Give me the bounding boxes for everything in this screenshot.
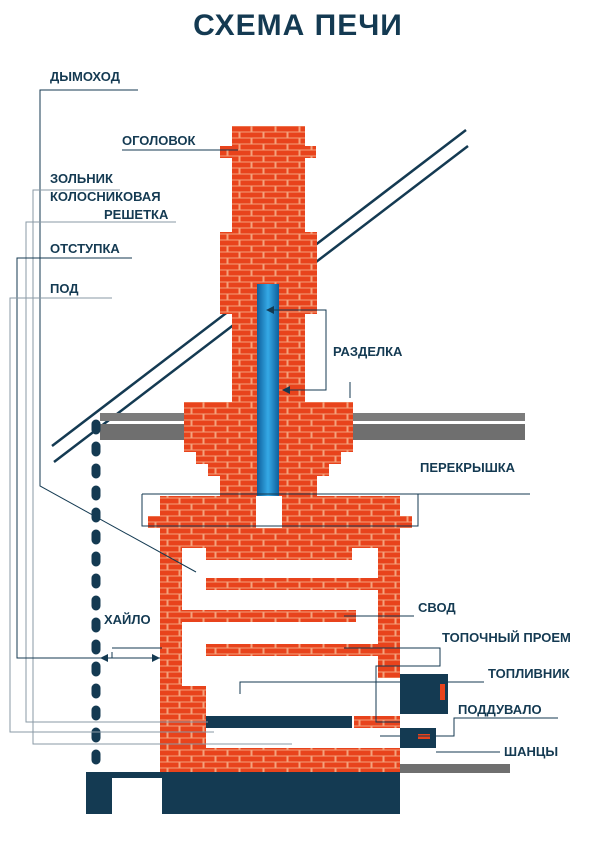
page-title: СХЕМА ПЕЧИ	[193, 9, 403, 42]
grate-bar	[206, 716, 352, 728]
label-perekryshka: ПЕРЕКРЫШКА	[420, 460, 516, 475]
labels: ДЫМОХОД ОГОЛОВОК ЗОЛЬНИК КОЛОСНИКОВАЯ РЕ…	[50, 69, 571, 759]
foundation-gap	[112, 778, 162, 814]
label-svod: СВОД	[418, 600, 456, 615]
label-kolosnikovaya-2: РЕШЕТКА	[104, 207, 169, 222]
label-pod: ПОД	[50, 281, 79, 296]
fuel-door-handle	[440, 684, 445, 700]
label-toplivnik: ТОПЛИВНИК	[488, 666, 570, 681]
label-khailo: ХАЙЛО	[104, 612, 151, 627]
label-zolnik: ЗОЛЬНИК	[50, 171, 113, 186]
chimney-bricks	[148, 126, 412, 528]
flue-opening	[257, 496, 279, 528]
label-shantsy: ШАНЦЫ	[504, 744, 558, 759]
label-ogolovok: ОГОЛОВОК	[122, 133, 196, 148]
label-kolosnikovaya-1: КОЛОСНИКОВАЯ	[50, 189, 161, 204]
label-otstupka: ОТСТУПКА	[50, 241, 120, 256]
label-poddutvalo: ПОДДУВАЛО	[458, 702, 542, 717]
label-topochny-proem: ТОПОЧНЫЙ ПРОЕМ	[442, 630, 571, 645]
flue-channel	[257, 284, 279, 496]
leader-lines	[9, 89, 558, 753]
label-razdelka: РАЗДЕЛКА	[333, 344, 403, 359]
label-dymokhod: ДЫМОХОД	[50, 69, 121, 84]
oven-body-bricks	[160, 528, 400, 772]
ceiling-beams	[100, 413, 525, 773]
